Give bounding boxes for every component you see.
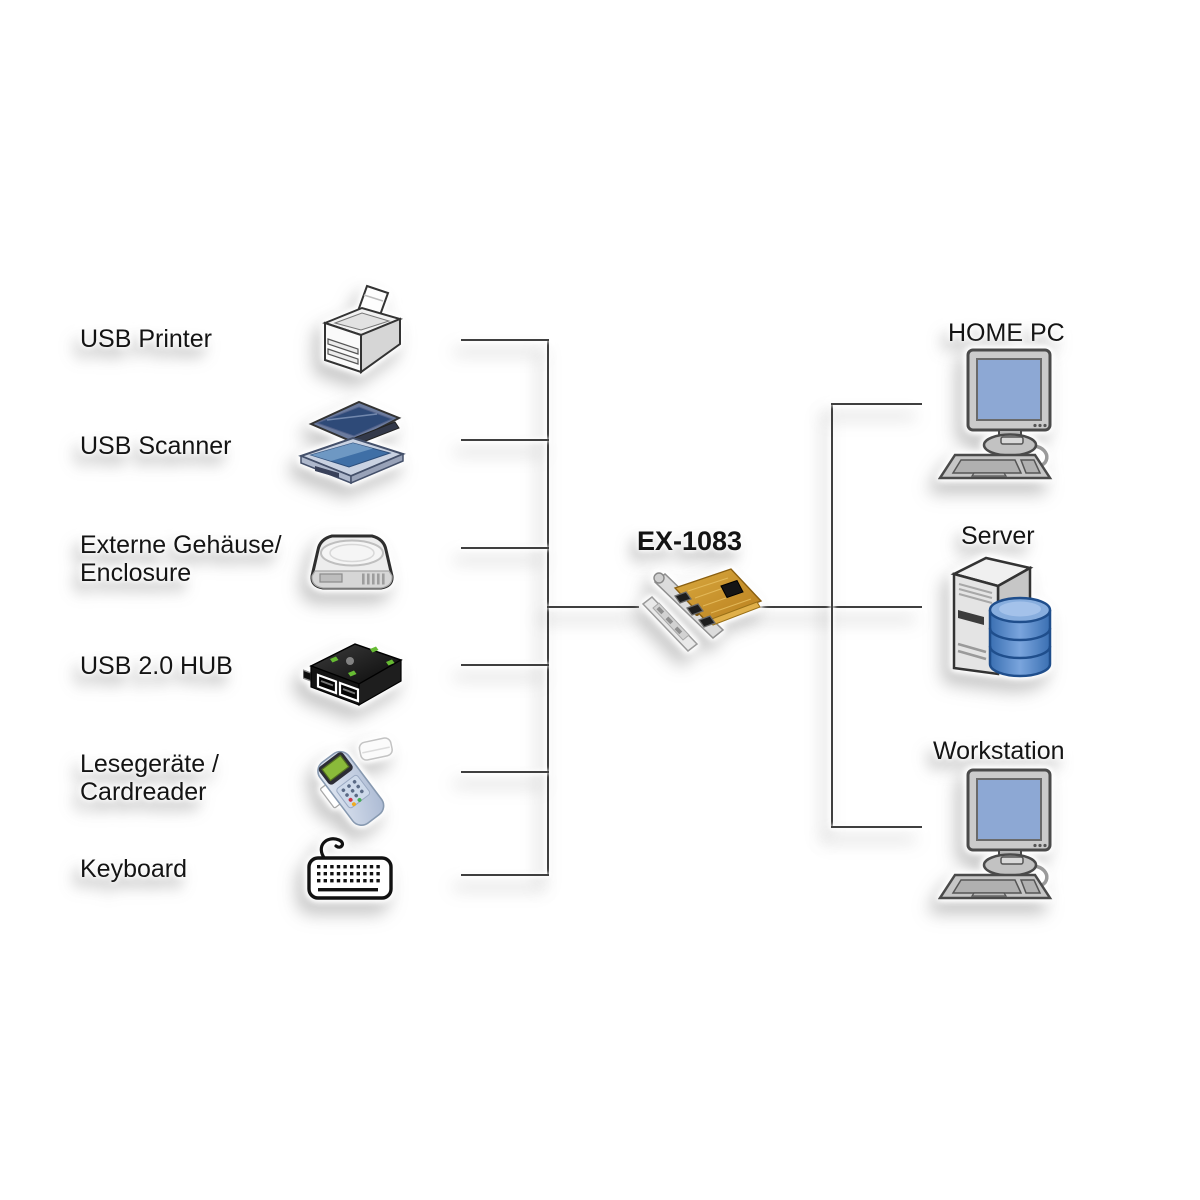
device-label-usb-scanner: USB Scanner <box>80 432 232 460</box>
device-label-usb-printer: USB Printer <box>80 325 212 353</box>
hard-drive-icon <box>306 522 398 600</box>
homepc-branch-line <box>831 403 922 405</box>
desktop-pc-icon <box>938 348 1053 480</box>
bus-to-card-line <box>547 606 639 608</box>
server-database-icon <box>942 548 1054 682</box>
card-to-hosts-line <box>755 606 922 608</box>
device-label-cardreader: Lesegeräte / Cardreader <box>80 750 219 806</box>
usb-hub-icon <box>303 636 407 712</box>
scanner-icon <box>297 398 407 488</box>
host-label-workstation: Workstation <box>933 737 1065 765</box>
device-label-keyboard: Keyboard <box>80 855 188 883</box>
scanner-branch-line <box>461 439 549 441</box>
device-label-enclosure: Externe Gehäuse/ Enclosure <box>80 531 282 587</box>
host-label-home-pc: HOME PC <box>948 319 1065 347</box>
printer-icon <box>315 283 410 378</box>
device-label-usb-hub: USB 2.0 HUB <box>80 652 233 680</box>
workstation-branch-line <box>831 826 922 828</box>
desktop-pc-icon <box>938 768 1053 900</box>
hub-branch-line <box>461 664 549 666</box>
keyboard-branch-line <box>461 874 549 876</box>
cardreader-branch-line <box>461 771 549 773</box>
card-reader-icon <box>300 736 406 826</box>
enclosure-branch-line <box>461 547 549 549</box>
right-bus-vertical-line <box>831 403 833 828</box>
printer-branch-line <box>461 339 549 341</box>
host-label-server: Server <box>961 522 1035 550</box>
usb-pci-card-icon <box>633 556 765 658</box>
card-model-label: EX-1083 <box>637 526 743 556</box>
keyboard-icon <box>305 834 395 902</box>
